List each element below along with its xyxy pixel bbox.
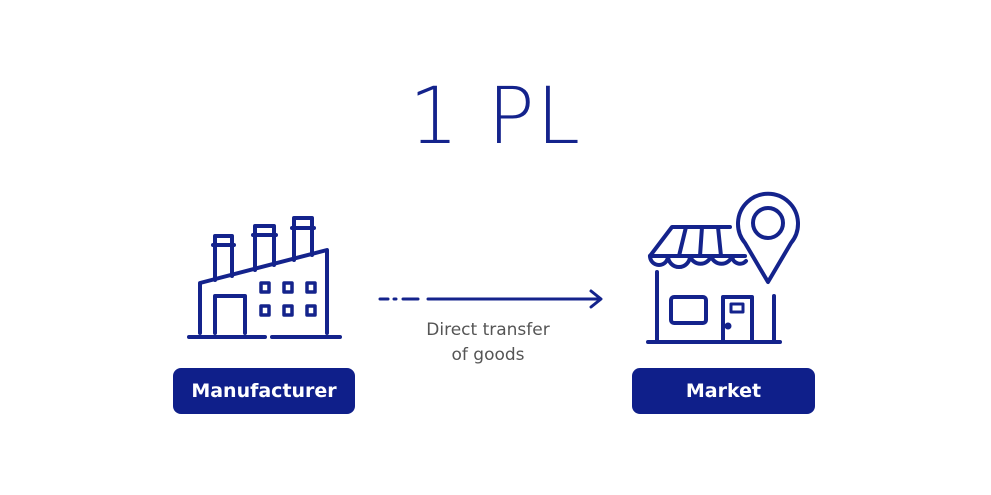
caption-line-2: of goods (451, 345, 525, 365)
flow-caption: Direct transfer of goods (378, 318, 598, 368)
caption-line-1: Direct transfer (426, 320, 550, 340)
factory-icon (187, 216, 342, 339)
market-label: Market (632, 368, 815, 414)
manufacturer-label: Manufacturer (173, 368, 355, 414)
arrow-right-icon (378, 289, 603, 309)
page-title: 1 PL (409, 72, 582, 162)
store-location-icon (646, 191, 800, 344)
